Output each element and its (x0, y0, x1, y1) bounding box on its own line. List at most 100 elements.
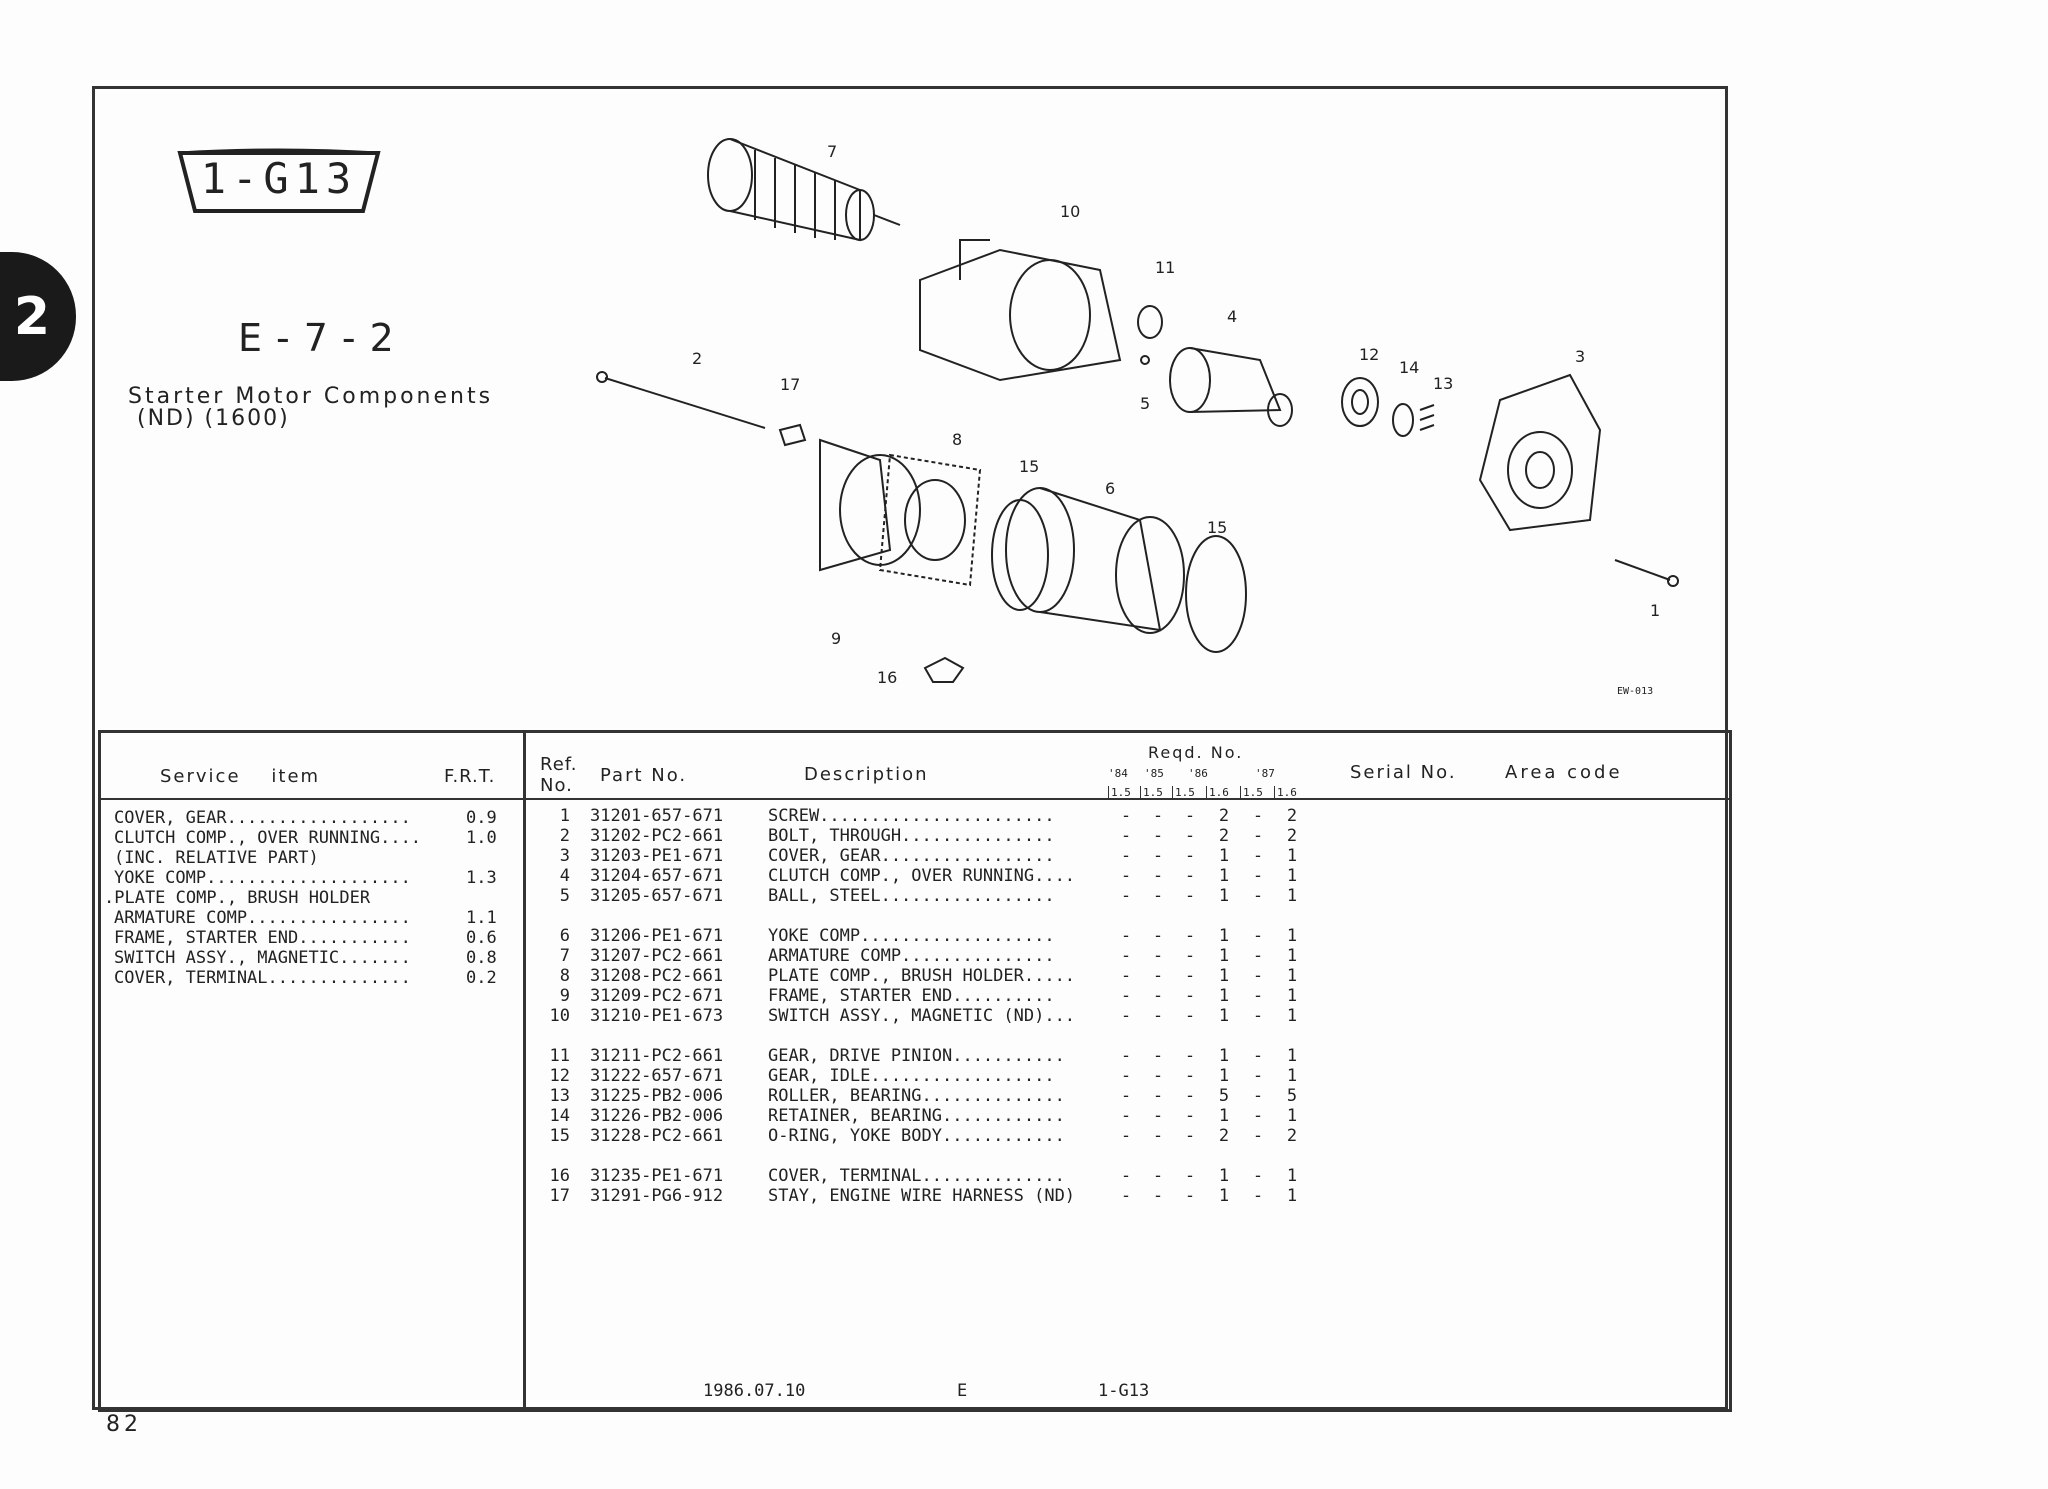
required-quantity: - (1152, 1066, 1164, 1086)
callout-9: 9 (831, 629, 842, 648)
column-divider (523, 730, 526, 1408)
part-number: 31291-PG6-912 (590, 1186, 724, 1206)
callout-4: 4 (1227, 307, 1238, 326)
required-quantity: - (1184, 1086, 1196, 1106)
required-quantity: - (1120, 1066, 1132, 1086)
part-description: SWITCH ASSY., MAGNETIC (ND)... (768, 1006, 1076, 1026)
required-quantity: 2 (1218, 1126, 1230, 1146)
required-quantity: - (1120, 826, 1132, 846)
service-frt: 0.6 (466, 928, 497, 948)
yoke (1005, 487, 1185, 634)
badge-text: 1-G13 (200, 153, 358, 203)
required-quantity: - (1152, 1126, 1164, 1146)
part-description: GEAR, DRIVE PINION........... (768, 1046, 1065, 1066)
required-quantity: - (1184, 1106, 1196, 1126)
required-quantity: 1 (1218, 1046, 1230, 1066)
required-quantity: - (1184, 946, 1196, 966)
required-quantity: - (1152, 1006, 1164, 1026)
callout-8: 8 (952, 430, 963, 449)
required-quantity: - (1152, 966, 1164, 986)
required-quantity: - (1184, 886, 1196, 906)
required-quantity: - (1252, 986, 1264, 1006)
required-quantity: - (1252, 926, 1264, 946)
ref-header: Ref. (540, 754, 578, 775)
page-frame (92, 86, 1728, 1410)
required-quantity: - (1120, 1186, 1132, 1206)
required-quantity: 1 (1218, 1186, 1230, 1206)
ref-number: 11 (549, 1046, 570, 1066)
retainer-rollers (1392, 403, 1435, 437)
required-quantity: - (1120, 1046, 1132, 1066)
required-quantity: 2 (1286, 826, 1298, 846)
part-number: 31209-PC2-671 (590, 986, 724, 1006)
required-quantity: 1 (1218, 926, 1230, 946)
service-item: FRAME, STARTER END........... (114, 928, 411, 948)
parts-row: 11 31211-PC2-661 GEAR, DRIVE PINION.......… (0, 1046, 2048, 1066)
required-quantity: - (1252, 1106, 1264, 1126)
service-frt: 1.0 (466, 828, 497, 848)
part-description: ARMATURE COMP............... (768, 946, 1055, 966)
required-quantity: - (1184, 1006, 1196, 1026)
required-quantity: - (1252, 1166, 1264, 1186)
required-quantity: - (1252, 1186, 1264, 1206)
part-number: 31211-PC2-661 (590, 1046, 724, 1066)
magnetic-switch (919, 239, 1122, 382)
callout-11: 11 (1155, 258, 1176, 277)
serial-no-header: Serial No. (1350, 762, 1457, 783)
required-quantity: - (1184, 866, 1196, 886)
engine-size-header: 1.5 (1140, 786, 1163, 799)
part-description: SCREW....................... (768, 806, 1055, 826)
part-description: YOKE COMP................... (768, 926, 1055, 946)
required-quantity: - (1120, 926, 1132, 946)
required-quantity: - (1252, 1086, 1264, 1106)
ref-number: 13 (549, 1086, 570, 1106)
required-quantity: - (1152, 886, 1164, 906)
service-item: YOKE COMP.................... (114, 868, 411, 888)
clutch (1169, 347, 1293, 427)
required-quantity: 1 (1286, 1106, 1298, 1126)
ref-number: 17 (549, 1186, 570, 1206)
badge-outline (177, 148, 381, 213)
service-frt: 0.9 (466, 808, 497, 828)
illustration-code: EW-013 (1617, 686, 1654, 697)
part-description: RETAINER, BEARING............ (768, 1106, 1065, 1126)
required-quantity: 1 (1286, 946, 1298, 966)
ref-number: 2 (559, 826, 570, 846)
required-quantity: 2 (1218, 826, 1230, 846)
year-87: '87 (1255, 767, 1275, 780)
required-quantity: - (1152, 846, 1164, 866)
required-quantity: - (1152, 1106, 1164, 1126)
required-quantity: - (1120, 866, 1132, 886)
required-quantity: 1 (1286, 1066, 1298, 1086)
ref-number: 6 (559, 926, 570, 946)
drive-pinion (1137, 305, 1163, 339)
required-quantity: - (1252, 1126, 1264, 1146)
callout-2: 2 (692, 349, 703, 368)
armature (707, 138, 901, 242)
footer-date: 1986.07.10 (703, 1381, 806, 1401)
required-quantity: - (1152, 806, 1164, 826)
part-description: FRAME, STARTER END.......... (768, 986, 1055, 1006)
required-quantity: - (1184, 1166, 1196, 1186)
part-number: 31203-PE1-671 (590, 846, 724, 866)
required-quantity: 1 (1218, 846, 1230, 866)
required-quantity: 1 (1218, 1106, 1230, 1126)
through-bolt (596, 371, 766, 429)
required-quantity: - (1184, 1126, 1196, 1146)
ref-number: 3 (559, 846, 570, 866)
part-description: ROLLER, BEARING.............. (768, 1086, 1065, 1106)
header-divider (98, 798, 1729, 800)
ref-number: 10 (549, 1006, 570, 1026)
part-number: 31208-PC2-661 (590, 966, 724, 986)
part-number: 31201-657-671 (590, 806, 724, 826)
required-quantity: - (1184, 846, 1196, 866)
required-quantity: 1 (1218, 986, 1230, 1006)
service-item: COVER, GEAR.................. (114, 808, 411, 828)
catalog-badge: 1-G13 (177, 147, 381, 217)
ref-number: 5 (559, 886, 570, 906)
